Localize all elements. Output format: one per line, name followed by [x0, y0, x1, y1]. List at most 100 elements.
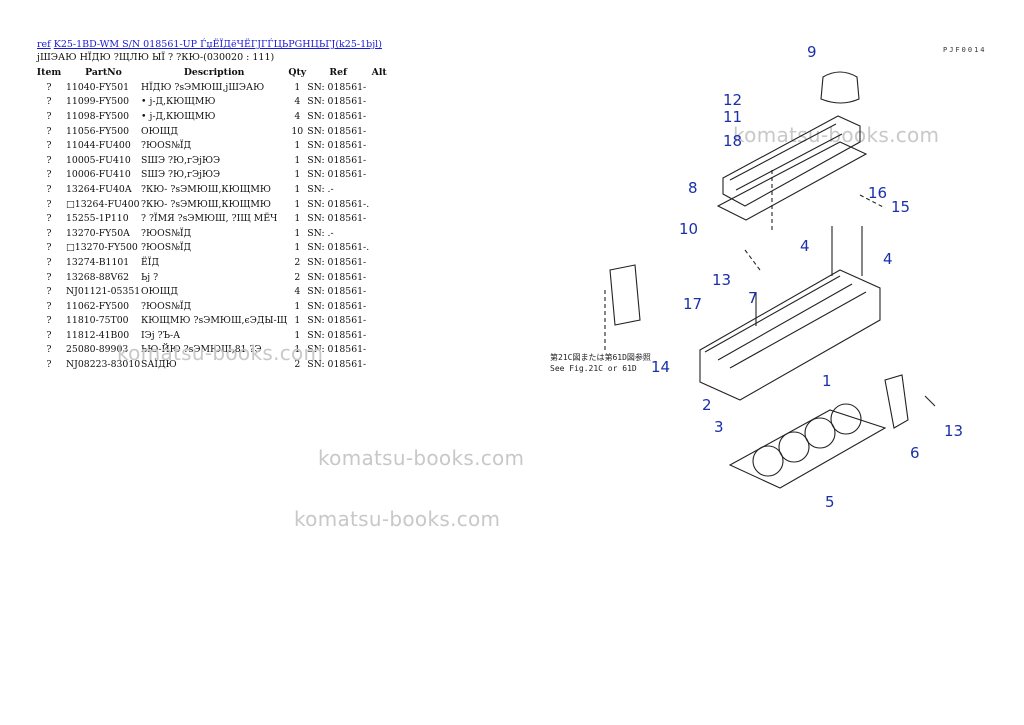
- cell-qty: 1: [294, 140, 301, 152]
- cell-item: ?: [46, 271, 52, 283]
- cover-gasket-drawing: [716, 141, 868, 221]
- cell-ref: SN: .-: [307, 227, 334, 239]
- cell-alt: [369, 343, 389, 358]
- cell-qty: 1: [294, 227, 301, 239]
- cell-alt: [369, 314, 389, 329]
- cell-alt: [369, 197, 389, 212]
- cell-description: ІЭј ?Ъ-А: [141, 329, 181, 341]
- callout-label: 7: [748, 289, 758, 307]
- cell-description: ОЮЩД: [141, 286, 178, 298]
- col-item: Item: [36, 67, 62, 78]
- cell-description: ?ЮОЅ№ЇД: [141, 242, 192, 254]
- cell-partno: NJ08223-83010: [66, 359, 141, 371]
- callout-label: 3: [714, 418, 724, 436]
- cell-item: ?: [46, 140, 52, 152]
- cell-description: ? ?ЇМЯ ?sЭМЮШ, ?IЩ МЁЧ: [141, 213, 278, 225]
- cell-alt: [369, 182, 389, 197]
- callout-label: 6: [910, 444, 920, 462]
- cell-ref: SN: 018561-: [307, 213, 367, 225]
- callout-label: 13: [944, 422, 963, 440]
- cell-item: ?: [46, 198, 52, 210]
- cell-item: ?: [46, 344, 52, 356]
- cell-partno: 11056-FY500: [66, 125, 130, 137]
- callout-label: 12: [723, 91, 742, 109]
- cell-ref: SN: 018561-: [307, 271, 367, 283]
- cell-qty: 1: [294, 169, 301, 181]
- callout-label: 2: [702, 396, 712, 414]
- cell-description: ?КЮ- ?sЭМЮШ,КЮЩМЮ: [141, 183, 271, 195]
- cell-item: ?: [46, 213, 52, 225]
- cell-item: ?: [46, 183, 52, 195]
- callout-label: 11: [723, 108, 742, 126]
- cell-alt: [369, 109, 389, 124]
- cell-qty: 2: [294, 359, 301, 371]
- cylinder-head-detail: [704, 275, 867, 369]
- assembly-lines: [604, 170, 886, 350]
- cell-partno: 11044-FU400: [66, 140, 131, 152]
- diagram-note-line2: See Fig.21C or 61D: [550, 364, 637, 373]
- cell-qty: 1: [294, 81, 301, 93]
- cell-ref: SN: 018561-: [307, 300, 367, 312]
- cell-qty: 1: [294, 198, 301, 210]
- cell-description: SШЭ ?Ю,гЭјЮЭ: [141, 169, 221, 181]
- cell-partno: 11062-FY500: [66, 300, 130, 312]
- callout-label: 17: [683, 295, 702, 313]
- col-alt: Alt: [371, 67, 387, 78]
- cell-partno: 11812-41B00: [66, 329, 130, 341]
- cell-description: Ьј ?: [141, 271, 159, 283]
- cell-alt: [369, 138, 389, 153]
- cell-item: ?: [46, 110, 52, 122]
- callout-label: 16: [868, 184, 887, 202]
- cell-partno: NJ01121-05351: [66, 286, 141, 298]
- section-subtitle: јШЭАЮ НЇДЮ ?ЩЛЮ ЫЇ ? ?КЮ-(030020 : 111): [37, 52, 275, 63]
- cell-ref: SN: 018561-: [307, 125, 367, 137]
- cell-description: • ј-Д,КЮЩМЮ: [141, 110, 216, 122]
- cell-item: ?: [46, 329, 52, 341]
- cell-description: ЁЇД: [141, 256, 160, 268]
- cell-partno: 13270-FY50A: [66, 227, 130, 239]
- cell-ref: SN: 018561-: [307, 329, 367, 341]
- col-partno: PartNo: [85, 67, 122, 78]
- cell-ref: SN: 018561-: [307, 256, 367, 268]
- watermark: komatsu-books.com: [318, 446, 525, 470]
- cell-item: ?: [46, 227, 52, 239]
- cell-item: ?: [46, 359, 52, 371]
- callout-label: 1: [822, 372, 832, 390]
- model-title-link[interactable]: K25-1BD-WM S/N 018561-UP ЃџЁЇДёЧЁГЈГЃЦЬP…: [53, 39, 382, 50]
- col-description: Description: [183, 67, 245, 78]
- ref-link[interactable]: ref: [37, 39, 51, 50]
- cell-qty: 1: [294, 315, 301, 327]
- cell-ref: SN: 018561-: [307, 359, 367, 371]
- watermark: komatsu-books.com: [733, 123, 940, 147]
- cell-alt: [369, 357, 389, 372]
- cell-item: ?: [46, 256, 52, 268]
- cell-item: ?: [46, 300, 52, 312]
- cell-qty: 1: [294, 344, 301, 356]
- cell-qty: 10: [291, 125, 304, 137]
- figure-code: PJF0014: [943, 46, 987, 54]
- cell-partno: 13268-88V62: [66, 271, 130, 283]
- exploded-parts-diagram: 第21C図または第61D図参照 See Fig.21C or 61D 9 12 …: [550, 43, 963, 511]
- cell-ref: SN: 018561-.: [307, 198, 370, 210]
- cell-qty: 1: [294, 242, 301, 254]
- col-ref: Ref: [329, 67, 348, 78]
- cell-partno: □13264-FU400: [66, 198, 140, 210]
- cell-qty: 4: [294, 110, 301, 122]
- cell-description: ?ЮОЅ№ЇД: [141, 140, 192, 152]
- cell-ref: SN: 018561-: [307, 315, 367, 327]
- watermark: komatsu-books.com: [294, 507, 501, 531]
- cell-ref: SN: 018561-: [307, 344, 367, 356]
- cell-qty: 1: [294, 300, 301, 312]
- cell-description: ?КЮ- ?sЭМЮШ,КЮЩМЮ: [141, 198, 271, 210]
- cell-partno: □13270-FY500: [66, 242, 138, 254]
- cell-qty: 2: [294, 256, 301, 268]
- cylinder-head-drawing: [699, 269, 881, 401]
